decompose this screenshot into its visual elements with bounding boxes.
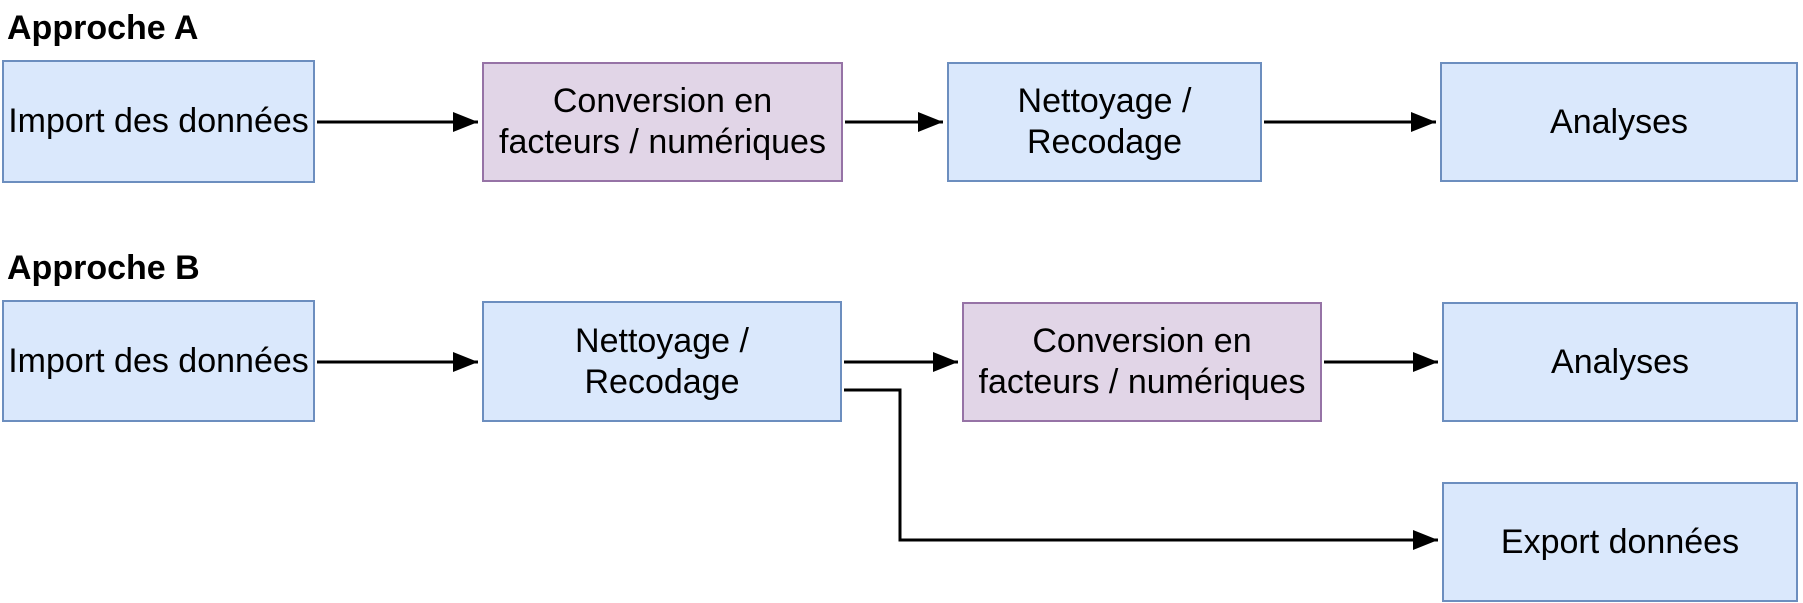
node-nettoyage-recodage-a-label: Nettoyage / Recodage	[1017, 82, 1192, 161]
node-import-donnees-b-label: Import des données	[8, 341, 309, 380]
node-import-donnees-a: Import des données	[2, 60, 315, 183]
node-import-donnees-b: Import des données	[2, 300, 315, 422]
node-analyses-a: Analyses	[1440, 62, 1798, 182]
node-conversion-facteurs-a: Conversion en facteurs / numériques	[482, 62, 843, 182]
approche-b-title: Approche B	[7, 249, 200, 287]
node-nettoyage-recodage-b: Nettoyage / Recodage	[482, 301, 842, 422]
node-nettoyage-recodage-a: Nettoyage / Recodage	[947, 62, 1262, 182]
node-conversion-facteurs-b: Conversion en facteurs / numériques	[962, 302, 1322, 422]
node-import-donnees-a-label: Import des données	[8, 102, 309, 141]
node-conversion-facteurs-a-label: Conversion en facteurs / numériques	[499, 82, 826, 161]
approche-a-title: Approche A	[7, 9, 199, 47]
node-analyses-b: Analyses	[1442, 302, 1798, 422]
node-analyses-a-label: Analyses	[1550, 102, 1688, 141]
node-conversion-facteurs-b-label: Conversion en facteurs / numériques	[978, 322, 1306, 401]
node-export-donnees-b: Export données	[1442, 482, 1798, 602]
node-export-donnees-b-label: Export données	[1500, 522, 1740, 561]
node-nettoyage-recodage-b-label: Nettoyage / Recodage	[575, 321, 749, 401]
node-analyses-b-label: Analyses	[1551, 342, 1689, 381]
